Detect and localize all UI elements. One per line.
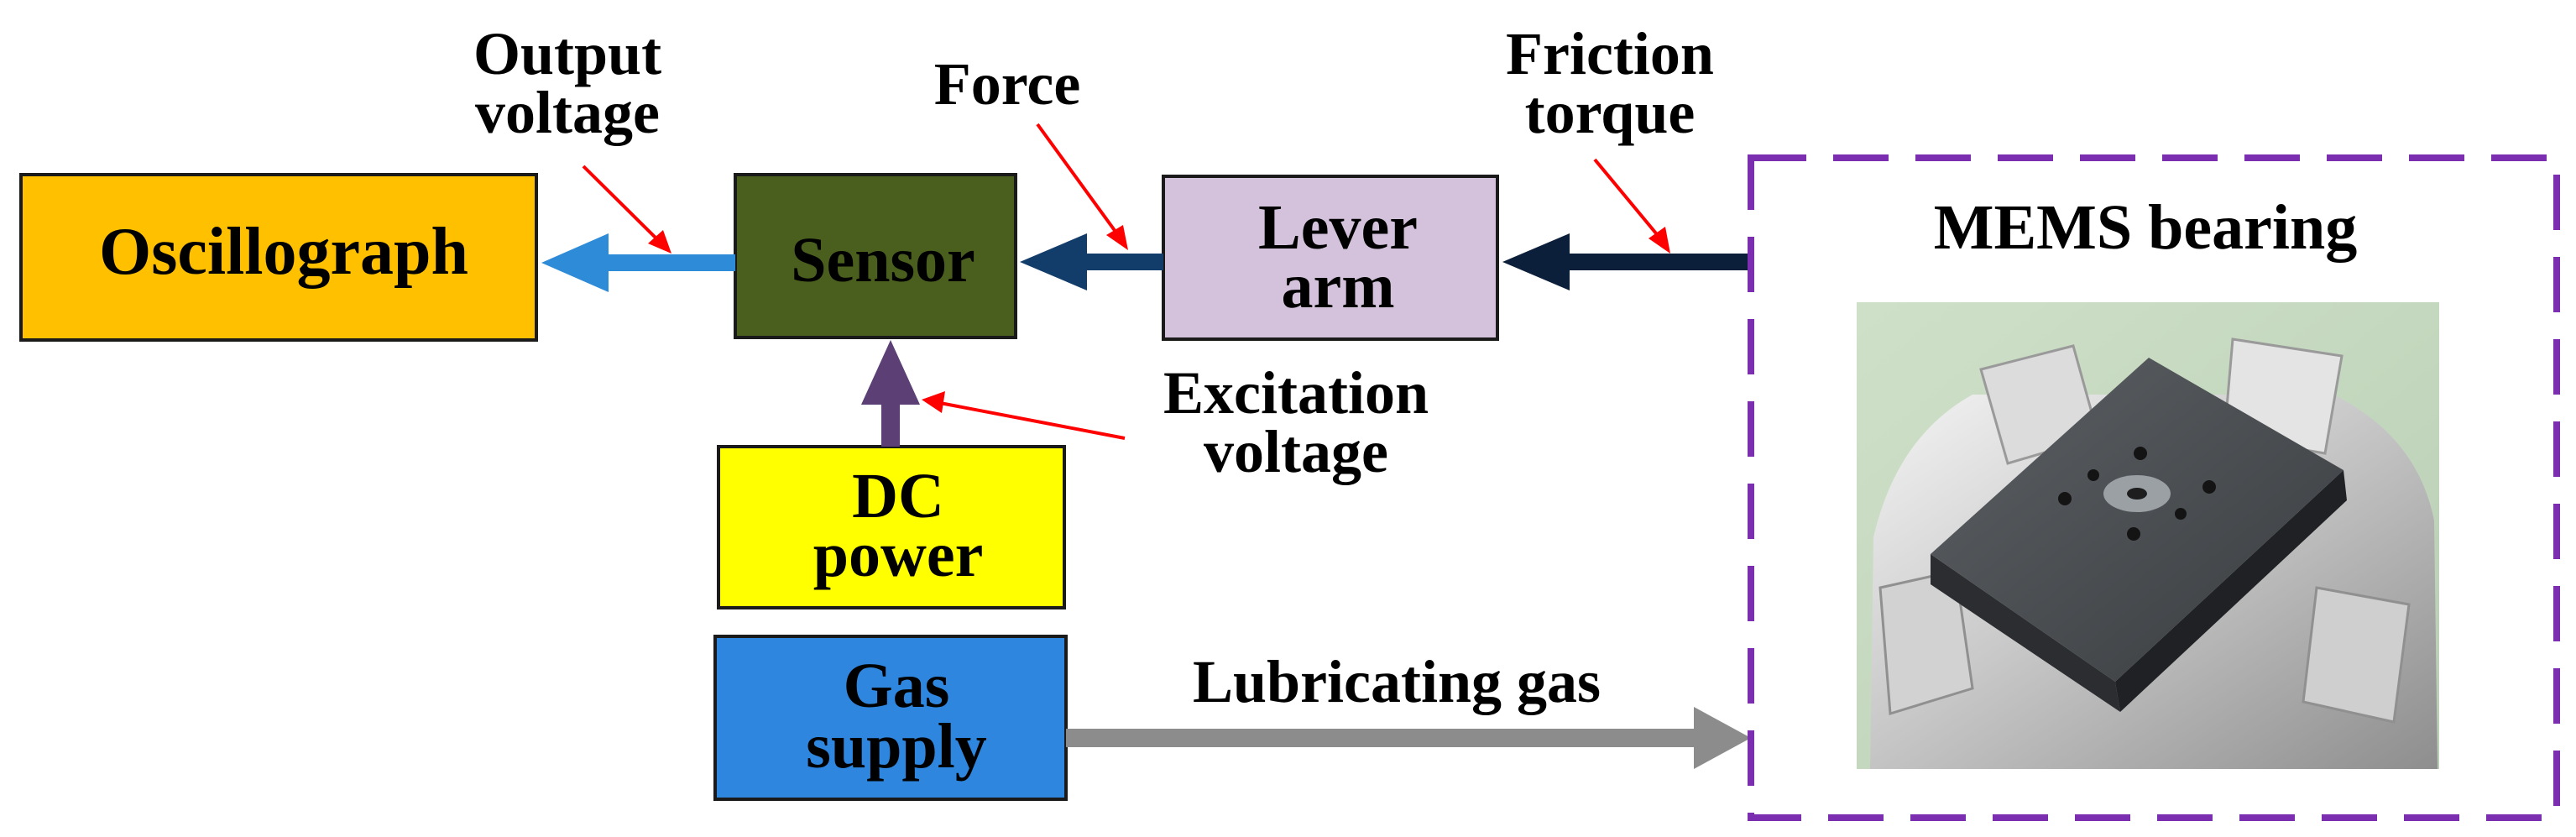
- oscillograph-label: Oscillograph: [99, 215, 468, 289]
- lever-arm-label-line2: arm: [1281, 251, 1394, 322]
- pointer-excitation-voltage: [922, 391, 1126, 440]
- friction-torque-label-line2: torque: [1525, 79, 1696, 146]
- mems-bearing-photo: [1857, 302, 2439, 769]
- output-voltage-label-line1: Output: [473, 20, 661, 87]
- oscillograph-box: Oscillograph: [19, 173, 538, 342]
- pointer-output-voltage: [582, 165, 671, 254]
- excitation-voltage-label-line2: voltage: [1204, 418, 1388, 485]
- mems-bearing-label: MEMS bearing: [1934, 192, 2358, 263]
- friction-torque-arrow: [1502, 233, 1748, 290]
- lubricating-gas-arrow: [1066, 707, 1751, 769]
- dc-power-label-line2: power: [813, 520, 984, 590]
- sensor-box: Sensor: [734, 173, 1017, 339]
- sensor-label: Sensor: [791, 225, 975, 296]
- force-arrow: [1020, 233, 1163, 290]
- lever-arm-box: Lever arm: [1162, 175, 1499, 341]
- pointer-force: [1036, 123, 1128, 250]
- lubricating-gas-label: Lubricating gas: [1193, 648, 1601, 715]
- output-voltage-arrow: [541, 233, 735, 292]
- mems-bearing-region: MEMS bearing: [1748, 154, 2560, 821]
- force-label: Force: [934, 50, 1081, 118]
- pointer-friction-torque: [1593, 158, 1670, 254]
- output-voltage-label-line2: voltage: [475, 79, 660, 146]
- dc-power-label-line1: DC: [852, 461, 944, 531]
- gas-supply-box: Gas supply: [713, 635, 1068, 801]
- excitation-voltage-arrow: [861, 340, 920, 447]
- excitation-voltage-label-line1: Excitation: [1163, 359, 1429, 426]
- gas-supply-label-line2: supply: [806, 711, 987, 782]
- lever-arm-label-line1: Lever: [1258, 192, 1418, 263]
- gas-supply-label-line1: Gas: [844, 651, 950, 721]
- friction-torque-label-line1: Friction: [1506, 20, 1714, 87]
- dc-power-box: DC power: [717, 445, 1066, 609]
